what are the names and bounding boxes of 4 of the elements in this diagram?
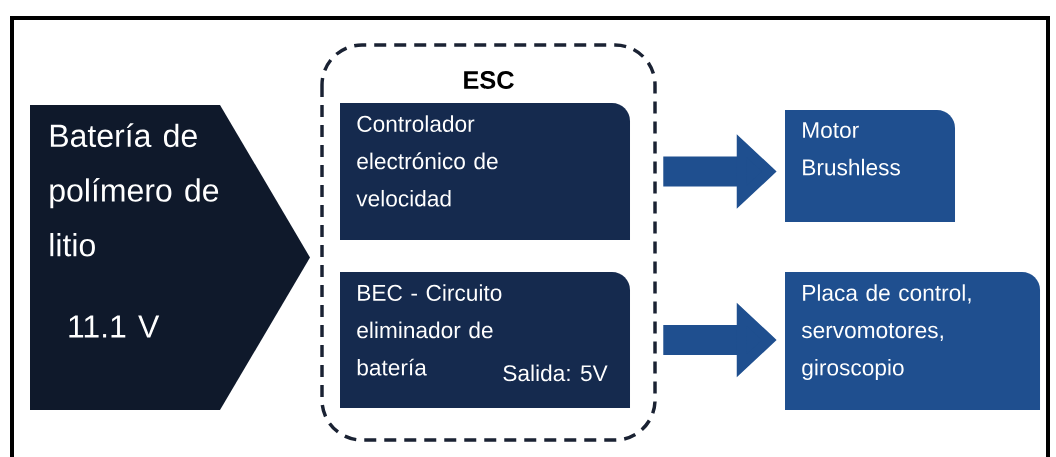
process-box: Placa de control, servomotores, giroscopio <box>785 272 1040 410</box>
process-box: Controlador electrónico de velocidad <box>340 103 630 240</box>
process-box: BEC - Circuito eliminador de batería Salida: 5V <box>340 272 630 408</box>
process-box: Motor Brushless <box>785 110 955 222</box>
